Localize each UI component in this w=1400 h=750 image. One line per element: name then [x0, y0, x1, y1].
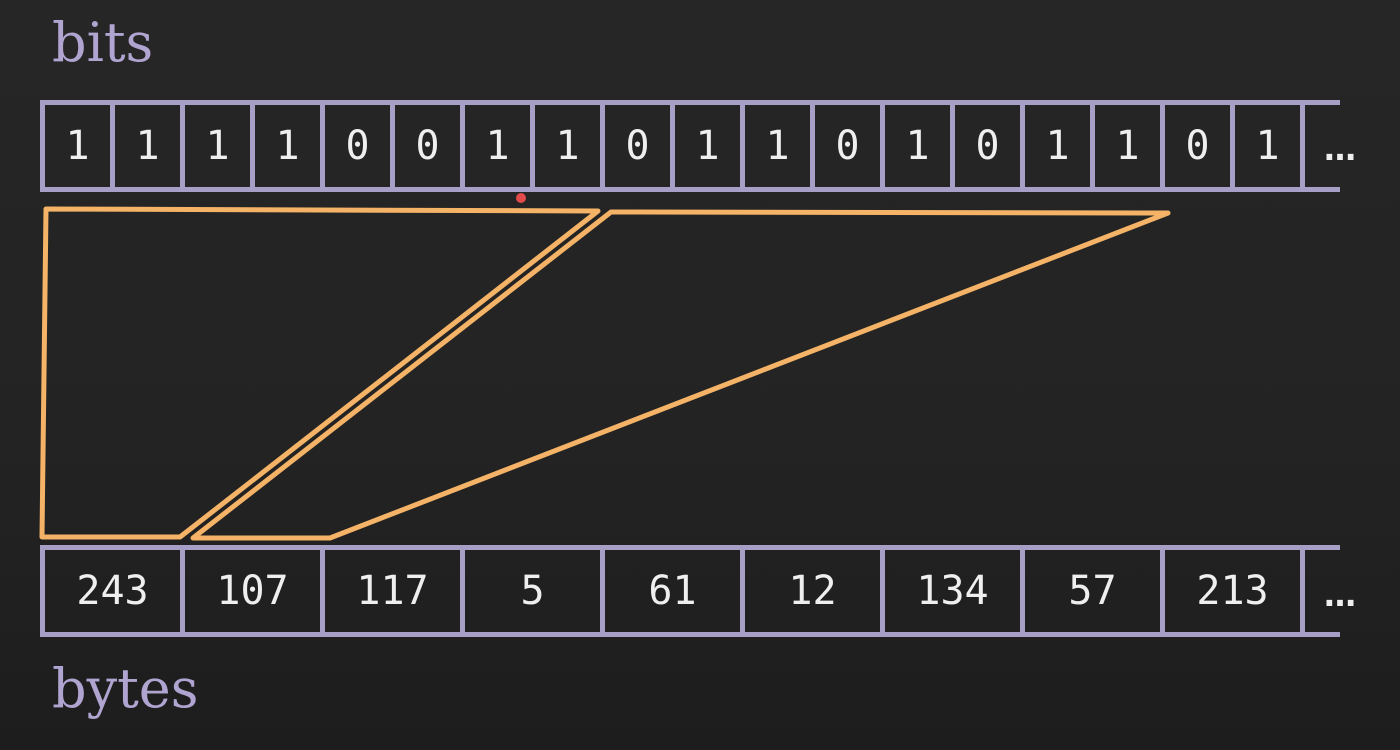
bit-cell: 0: [955, 105, 1025, 187]
bits-title: bits: [52, 11, 154, 74]
bit-cell: 1: [535, 105, 605, 187]
bit-cell: 1: [465, 105, 535, 187]
bit-cell: 1: [745, 105, 815, 187]
byte-cell: 5: [465, 550, 605, 632]
bit-cell: 1: [1235, 105, 1305, 187]
mapping-region-first-byte: [39, 206, 601, 540]
pointer-dot: [516, 193, 526, 203]
bit-cell: 1: [45, 105, 115, 187]
byte-cell: 61: [605, 550, 745, 632]
bit-cell: 0: [815, 105, 885, 187]
byte-strip-ellipsis: …: [1324, 576, 1356, 614]
byte-cell: 57: [1025, 550, 1165, 632]
byte-cell: 243: [45, 550, 185, 632]
mapping-region-second-byte: [190, 209, 1171, 541]
bit-cell: 0: [395, 105, 465, 187]
bit-cell: 0: [1165, 105, 1235, 187]
bit-cell: 0: [605, 105, 675, 187]
byte-cell: 12: [745, 550, 885, 632]
byte-cell: 107: [185, 550, 325, 632]
bit-cell: 1: [885, 105, 955, 187]
bytes-title: bytes: [52, 657, 199, 720]
bit-cell: 1: [1025, 105, 1095, 187]
byte-cell: 134: [885, 550, 1025, 632]
bit-cell: 1: [255, 105, 325, 187]
bit-cell: 0: [325, 105, 395, 187]
bit-cell: 1: [185, 105, 255, 187]
bit-strip-ellipsis: …: [1324, 130, 1356, 168]
bit-cell: 1: [1095, 105, 1165, 187]
byte-cell: 117: [325, 550, 465, 632]
byte-cell: 213: [1165, 550, 1305, 632]
bit-cell: 1: [115, 105, 185, 187]
bit-cell: 1: [675, 105, 745, 187]
